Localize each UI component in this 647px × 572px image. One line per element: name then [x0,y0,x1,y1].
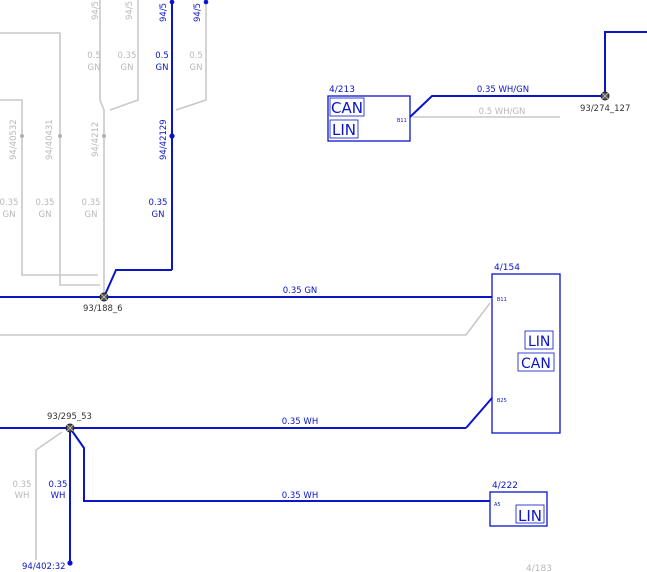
splice-93-188-6[interactable] [99,292,109,302]
endpoint-dot [58,134,62,138]
wire-labels-upper: 0.5 GN 0.35 GN 0.5 GN 0.5 GN 0.35 GN 0.3… [0,51,203,220]
module-4-183-ref: 4/183 [526,564,552,572]
wire-labels-lower: 0.35 WH 0.35 WH [13,480,68,501]
splice-93-274-127[interactable] [600,91,610,101]
wire-label: GN [121,63,134,73]
wire-label: 0.5 [189,51,203,61]
wire-label: 0.35 [118,51,137,61]
splice-93-274-127-label: 93/274_127 [580,104,630,114]
module-4-154-pin-top: B11 [497,297,507,303]
wire-label: GN [3,210,16,220]
wire-label: GN [156,63,169,73]
wire-endpoints [20,0,209,566]
splice-93-188-6-label: 93/188_6 [83,304,123,314]
splice-93-295-53-label: 93/295_53 [47,412,92,422]
splice-93-295-53[interactable] [65,423,75,433]
wire-label: 0.35 [13,480,32,490]
endpoint-dot [102,134,106,138]
connector-94-5-d-label: 94/5 [193,3,203,22]
module-4-222[interactable]: LIN A5 [489,491,548,527]
wire-label: 0.5 [87,51,101,61]
wire-label: GN [39,210,52,220]
wire-label-wh-gn-grey: 0.5 WH/GN [479,107,526,117]
wire-labels-horizontal: 0.35 GN 0.35 WH 0.35 WH 0.35 WH/GN 0.5 W… [282,85,529,501]
wire-label-bus-wh-1: 0.35 WH [282,417,318,427]
connector-94-5-b-label: 94/5 [125,1,135,20]
inactive-wires [0,0,560,560]
module-4-154-ref: 4/154 [494,263,520,273]
wire-label: 0.5 [155,51,169,61]
module-4-154-lin-label: LIN [528,334,550,350]
connector-94-40532-label: 94/40532 [9,119,19,160]
module-4-222-pin: A5 [494,502,501,508]
wire-label: 0.35 [149,198,168,208]
module-4-154[interactable]: LIN CAN B11 B25 [491,273,561,434]
connector-94-5-a-label: 94/5 [91,1,101,20]
wire-label-bus-gn: 0.35 GN [283,286,318,296]
connector-94-402-32-label: 94/402:32 [22,562,66,572]
wire-label: 0.35 [36,198,55,208]
endpoint-dot [67,560,73,566]
wire-label: GN [85,210,98,220]
module-4-213[interactable]: CAN LIN B11 [327,95,411,142]
module-4-222-lin-label: LIN [518,507,542,525]
wire-label: GN [190,63,203,73]
wire-label: GN [152,210,165,220]
connector-94-5-c-label: 94/5 [159,3,169,22]
wire-label: 0.35 [82,198,101,208]
endpoint-dot [169,133,175,139]
endpoint-dot [203,0,209,5]
wire-label-bus-wh-2: 0.35 WH [282,491,318,501]
wire-label: WH [51,491,66,501]
module-4-213-ref: 4/213 [329,85,355,95]
wire-label: GN [88,63,101,73]
module-4-213-can-label: CAN [331,99,363,117]
connector-94-40431-label: 94/40431 [45,119,55,160]
wire-label-wh-gn: 0.35 WH/GN [477,85,529,95]
module-4-154-can-label: CAN [521,356,551,372]
connector-94-4212-label: 94/4212 [91,122,101,157]
wire-label: WH [15,491,30,501]
module-4-213-pin: B11 [397,118,407,124]
wire-label: 0.35 [49,480,68,490]
wire-label: 0.35 [0,198,18,208]
module-4-154-pin-bottom: B25 [497,398,507,404]
connector-94-42129-label: 94/42129 [159,119,169,160]
module-4-222-ref: 4/222 [492,481,518,491]
module-4-213-lin-label: LIN [332,121,356,139]
endpoint-dot [169,0,175,5]
endpoint-dot [20,134,24,138]
